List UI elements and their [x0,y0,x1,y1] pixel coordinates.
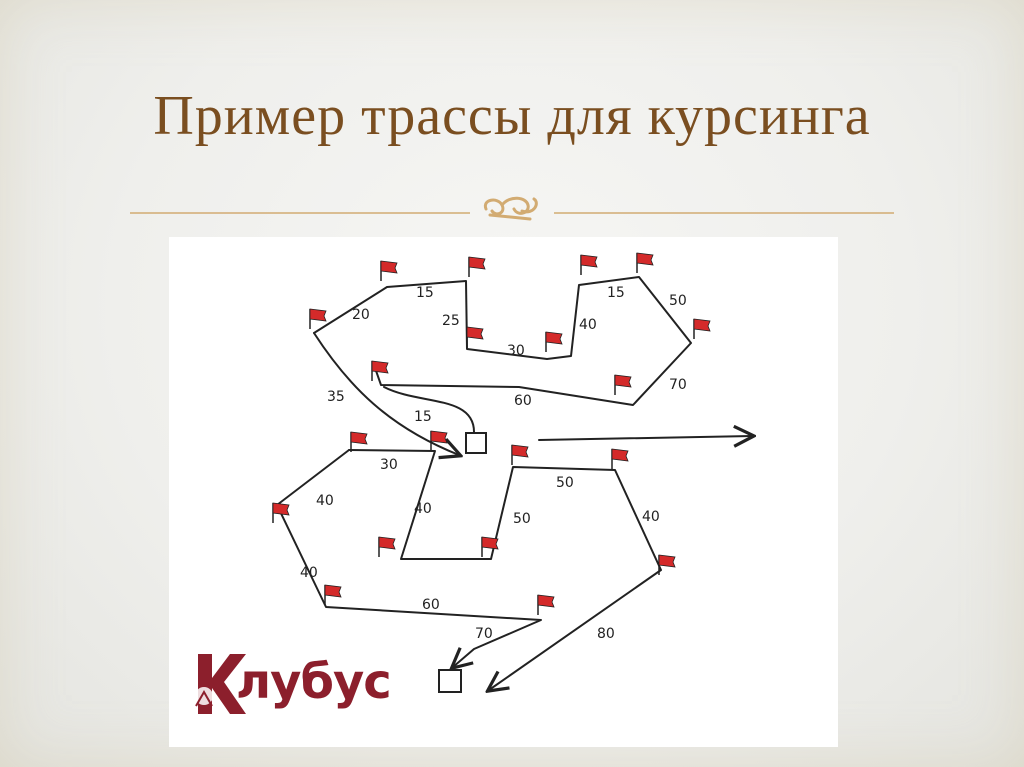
course-diagram-panel: 15 20 25 30 15 50 40 70 60 35 15 30 40 4… [169,237,838,747]
track-lower-loop [276,449,542,667]
flag-marker [466,326,484,348]
distance-label: 50 [513,511,531,527]
distance-label: 70 [669,377,687,393]
flag-marker [636,252,654,274]
track-inner-left [348,449,662,690]
dog-k-logo-icon [195,654,246,714]
flag-marker [693,318,711,340]
distance-label: 40 [300,565,318,581]
distance-label: 40 [316,493,334,509]
finish-box-bottom [438,669,462,693]
track-curve-to-start [383,386,475,433]
coursing-track-diagram: 15 20 25 30 15 50 40 70 60 35 15 30 40 4… [272,252,838,747]
swirl-ornament-icon [483,196,538,221]
flag-marker [481,536,499,558]
distance-label: 50 [556,475,574,491]
klubus-logo: лубус [190,648,430,728]
flag-marker [545,331,563,353]
distance-labels: 15 20 25 30 15 50 40 70 60 35 15 30 40 4… [300,285,687,642]
track-lines [276,276,752,690]
page-title: Пример трассы для курсинга [153,85,871,147]
flag-marker [537,594,555,616]
distance-label: 15 [607,285,625,301]
flag-marker [272,502,290,524]
flag-marker [371,360,389,382]
flag-marker [350,431,368,453]
track-upper-loop [313,276,692,406]
logo-text: лубус [236,654,392,710]
distance-label: 80 [597,626,615,642]
flag-marker [324,584,342,606]
flag-marker [511,444,529,466]
flag-marker [378,536,396,558]
distance-label: 40 [579,317,597,333]
start-box-top [465,432,487,454]
track-35-to-box [313,332,459,455]
distance-label: 30 [380,457,398,473]
distance-label: 30 [507,343,525,359]
distance-label: 70 [475,626,493,642]
distance-label: 40 [642,509,660,525]
distance-label: 40 [414,501,432,517]
distance-label: 20 [352,307,370,323]
flag-marker [658,554,676,576]
distance-label: 50 [669,293,687,309]
distance-label: 15 [416,285,434,301]
distance-label: 60 [514,393,532,409]
flag-marker [380,260,398,282]
flag-marker [580,254,598,276]
title-divider [130,196,894,221]
track-exit-arrow [538,436,752,440]
distance-label: 60 [422,597,440,613]
flags [272,252,711,616]
distance-label: 35 [327,389,345,405]
flag-marker [468,256,486,278]
distance-label: 25 [442,313,460,329]
distance-label: 15 [414,409,432,425]
flag-marker [611,448,629,470]
flag-marker [614,374,632,396]
